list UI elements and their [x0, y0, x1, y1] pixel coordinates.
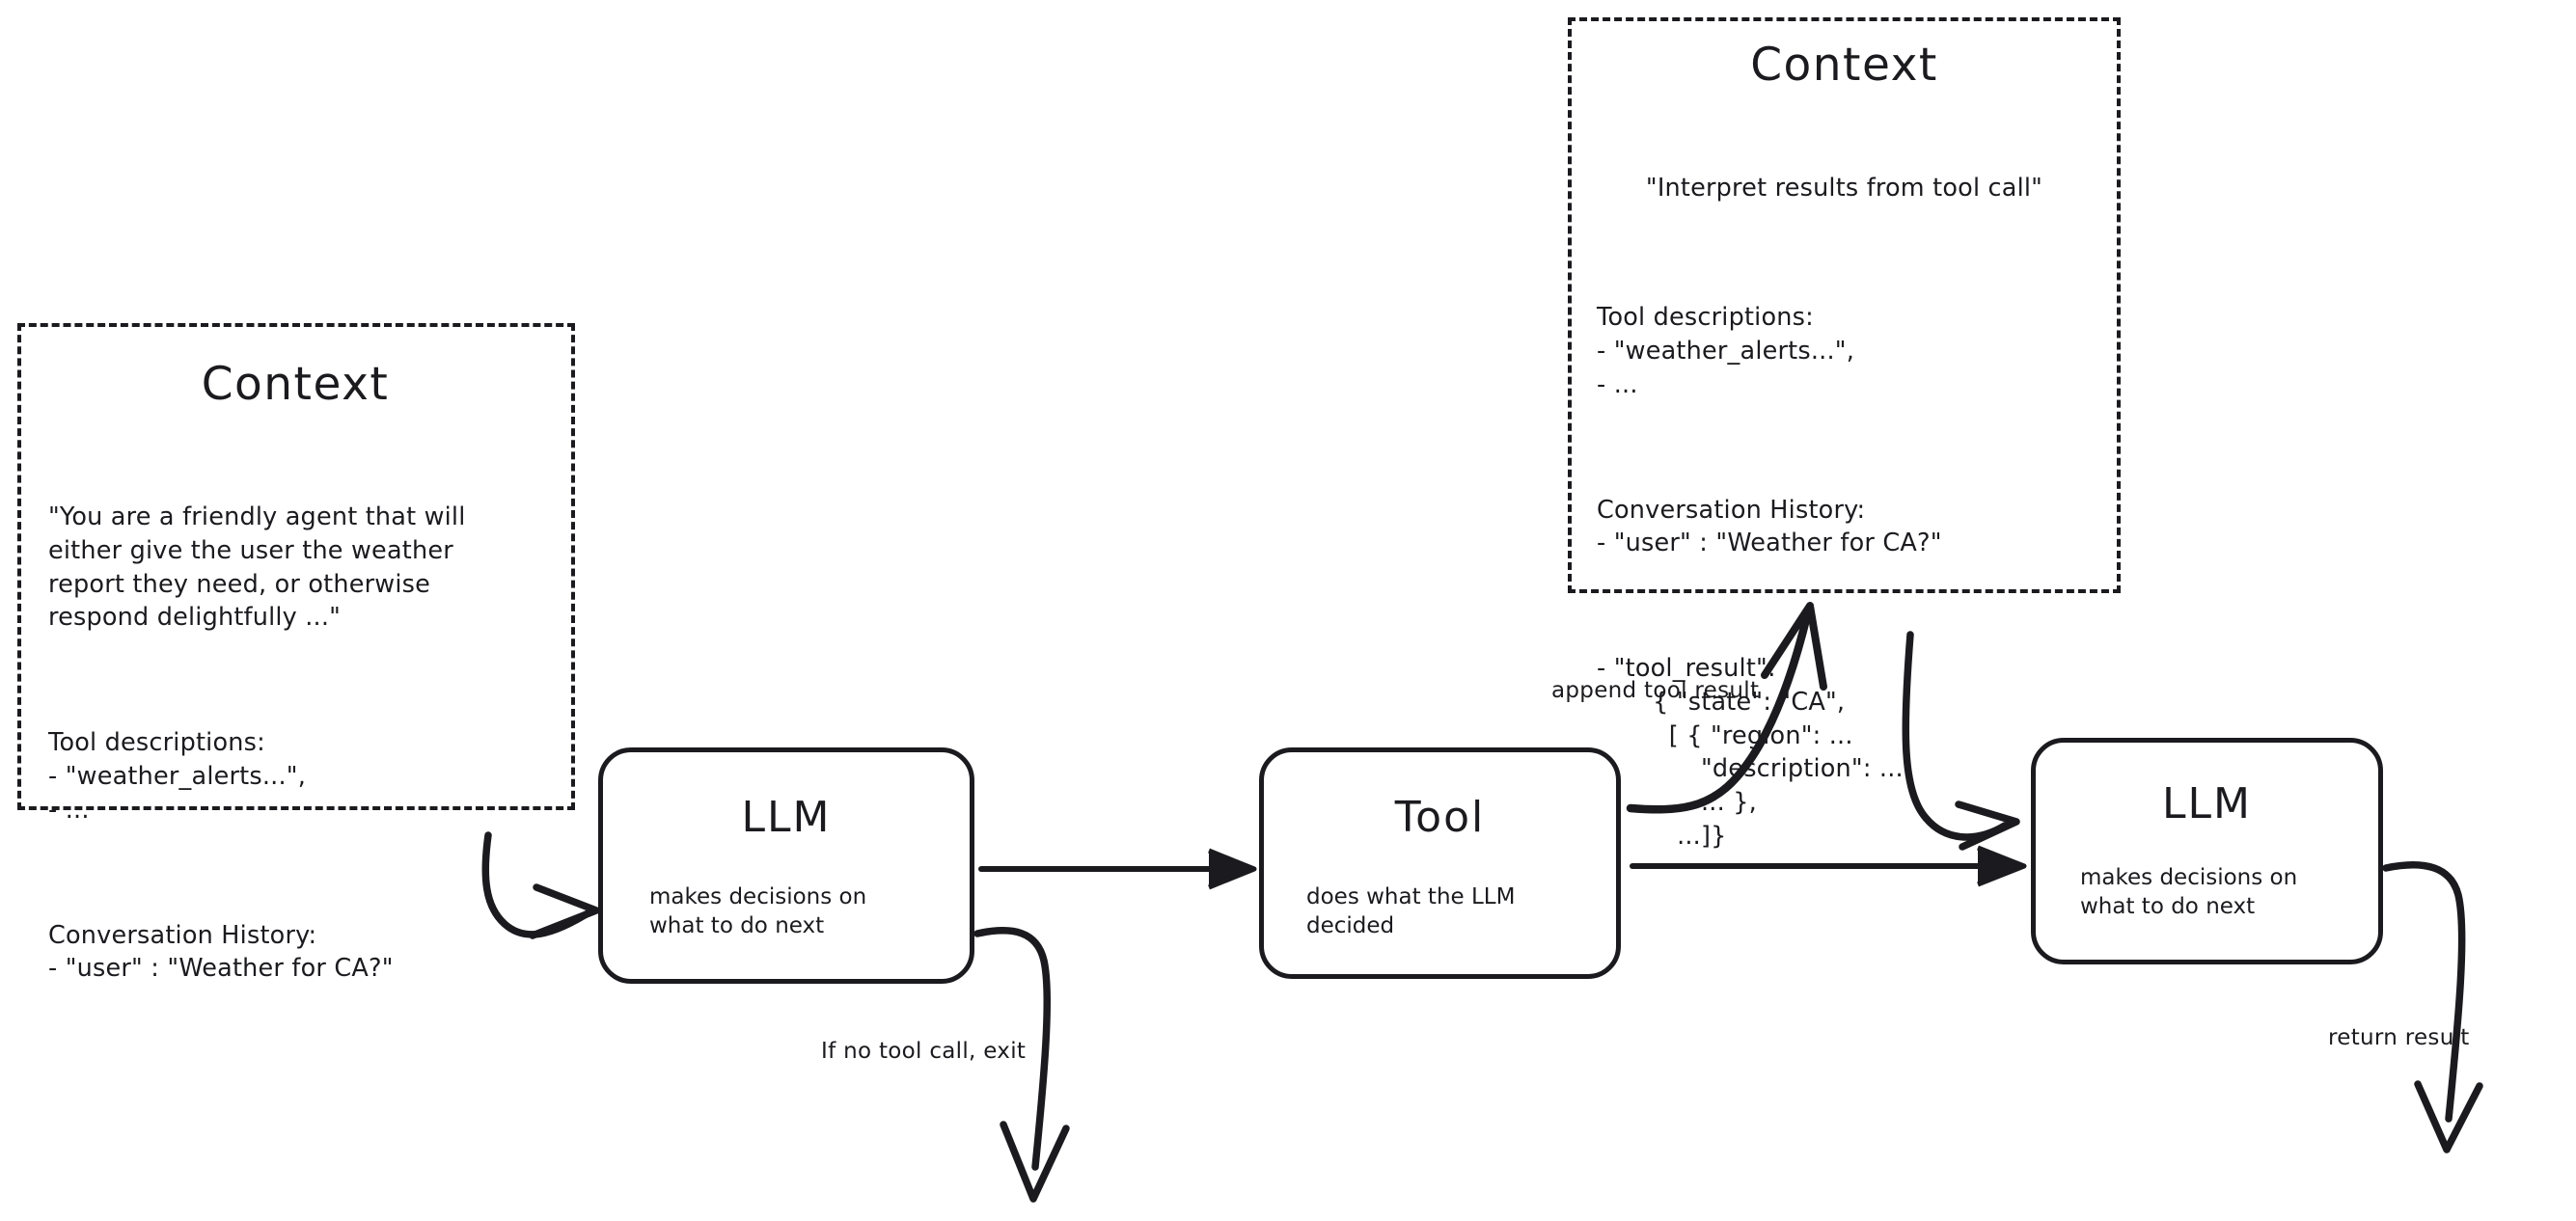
context-right-conversation-heading: Conversation History:: [1597, 495, 1866, 525]
context-left-conversation-heading: Conversation History:: [48, 920, 317, 950]
context-box-right: Context "Interpret results from tool cal…: [1568, 17, 2121, 851]
edge-label-no-tool-call-exit: If no tool call, exit: [821, 1039, 1027, 1064]
context-left-title: Context: [201, 358, 390, 411]
context-left-tool-descriptions-heading: Tool descriptions:: [48, 728, 265, 758]
context-right-conversation: Conversation History: - "user" : "Weather…: [1597, 494, 2092, 560]
context-box-left: Context "You are a friendly agent that w…: [17, 323, 575, 983]
arrow-llm1-exit: [973, 927, 1070, 1203]
context-left-system-prompt: "You are a friendly agent that will eith…: [48, 502, 466, 633]
arrow-llm2-return: [2382, 861, 2483, 1153]
context-right-tool-descriptions-items: - "weather_alerts...", - ...: [1597, 337, 1855, 399]
node-llm-2-title: LLM: [2162, 779, 2252, 828]
node-tool[interactable]: Tool does what the LLM decided: [1259, 747, 1621, 979]
node-llm-2-subtitle: makes decisions on what to do next: [2080, 865, 2298, 920]
node-llm-2[interactable]: LLM makes decisions on what to do next: [2031, 738, 2383, 964]
node-tool-title: Tool: [1394, 793, 1486, 842]
context-right-tool-descriptions-heading: Tool descriptions:: [1597, 303, 1814, 333]
node-tool-subtitle: does what the LLM decided: [1306, 884, 1516, 939]
context-left-tool-descriptions: Tool descriptions: - "weather_alerts...",…: [48, 726, 542, 827]
context-left-conversation: Conversation History: - "user" : "Weather…: [48, 919, 542, 986]
edge-label-return-result: return result: [2328, 1025, 2470, 1050]
context-right-system-prompt: "Interpret results from tool call": [1645, 174, 2043, 204]
context-right-tool-descriptions: Tool descriptions: - "weather_alerts...",…: [1597, 301, 2092, 401]
context-left-body: "You are a friendly agent that will eith…: [48, 434, 542, 1052]
arrow-llm1-to-tool: [978, 848, 1257, 890]
context-left-tool-descriptions-items: - "weather_alerts...", - ...: [48, 762, 307, 825]
context-right-title: Context: [1750, 39, 1938, 92]
context-right-conversation-user: - "user" : "Weather for CA?": [1597, 529, 1942, 558]
context-left-conversation-items: - "user" : "Weather for CA?": [48, 954, 394, 984]
node-llm-1[interactable]: LLM makes decisions on what to do next: [598, 747, 974, 984]
node-llm-1-subtitle: makes decisions on what to do next: [649, 884, 867, 939]
node-llm-1-title: LLM: [741, 793, 832, 842]
context-right-tool-result: - "tool_result": { "state": "CA", [ { "r…: [1597, 654, 1904, 851]
context-right-body: "Interpret results from tool call" Tool …: [1597, 105, 2092, 920]
edge-label-append-tool-result: append tool result: [1551, 678, 1760, 703]
